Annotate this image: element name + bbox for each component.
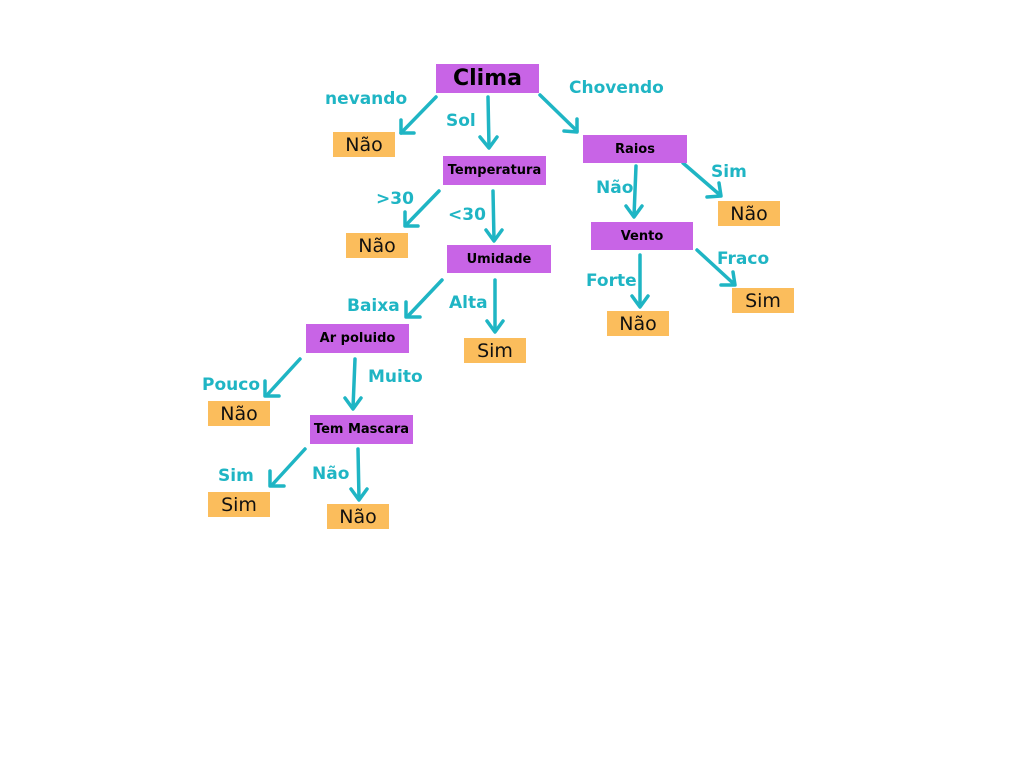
edge-label-raios-nao: Não	[596, 178, 634, 198]
edge-label-fraco: Fraco	[717, 249, 770, 269]
edge-arrow-fraco	[695, 248, 737, 287]
edge-arrow-mascara-nao	[349, 447, 369, 502]
node-temperatura: Temperatura	[443, 156, 546, 185]
edge-label-mascara-sim: Sim	[218, 466, 254, 486]
leaf-ar-pouco: Não	[208, 401, 270, 426]
node-tem-mascara: Tem Mascara	[310, 415, 413, 444]
leaf-vento-fraco: Sim	[732, 288, 794, 313]
node-ar-poluido: Ar poluido	[306, 324, 409, 353]
edge-arrow-gt30	[403, 189, 441, 228]
edge-label-chovendo: Chovendo	[569, 78, 664, 98]
edge-label-pouco: Pouco	[202, 375, 260, 395]
edge-arrow-sol	[478, 95, 499, 150]
edge-arrow-lt30	[484, 189, 504, 243]
edge-label-forte: Forte	[586, 271, 637, 291]
edge-arrow-muito	[343, 357, 363, 411]
leaf-mascara-sim: Sim	[208, 492, 270, 517]
edge-label-raios-sim: Sim	[711, 162, 747, 182]
node-vento: Vento	[591, 222, 693, 250]
edge-arrow-chovendo	[538, 93, 579, 134]
edge-label-baixa: Baixa	[347, 296, 400, 316]
node-umidade: Umidade	[447, 245, 551, 273]
leaf-temperatura-gt30: Não	[346, 233, 408, 258]
edge-arrow-raios-sim	[681, 161, 723, 199]
leaf-vento-forte: Não	[607, 311, 669, 336]
edge-arrow-pouco	[263, 357, 302, 398]
edge-label-lt30: <30	[448, 205, 486, 225]
edge-label-muito: Muito	[368, 367, 423, 387]
node-raios: Raios	[583, 135, 687, 163]
edge-arrow-mascara-sim	[268, 447, 307, 488]
edge-arrow-baixa	[404, 278, 444, 319]
edge-label-gt30: >30	[376, 189, 414, 209]
edge-label-sol: Sol	[446, 111, 476, 131]
leaf-mascara-nao: Não	[327, 504, 389, 529]
edge-arrow-alta	[485, 278, 505, 334]
leaf-umidade-alta: Sim	[464, 338, 526, 363]
leaf-raios-sim: Não	[718, 201, 780, 226]
edge-arrow-forte	[630, 253, 650, 309]
edge-arrow-raios-nao	[624, 164, 644, 219]
edge-label-mascara-nao: Não	[312, 464, 350, 484]
node-clima: Clima	[436, 64, 539, 93]
edge-label-alta: Alta	[449, 293, 488, 313]
leaf-clima-nevando: Não	[333, 132, 395, 157]
edge-label-nevando: nevando	[325, 89, 408, 109]
edge-arrow-nevando	[399, 95, 438, 135]
